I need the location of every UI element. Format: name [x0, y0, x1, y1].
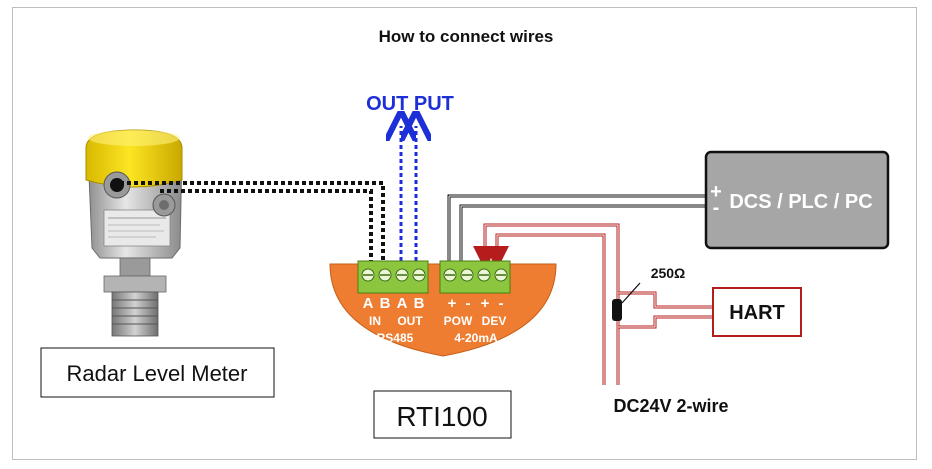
terminal-minus-dev: - — [499, 295, 504, 312]
terminal-a-out: A — [397, 295, 408, 312]
dcs-label: DCS / PLC / PC — [729, 191, 872, 213]
label-pow: POW — [444, 314, 473, 328]
terminal-minus-pow: - — [466, 295, 471, 312]
meter-label: Radar Level Meter — [67, 361, 248, 386]
terminal-plus-dev: + — [481, 295, 490, 312]
hart-box — [712, 287, 802, 337]
power-label: DC24V 2-wire — [613, 396, 728, 416]
output-label: OUT PUT — [366, 93, 454, 115]
power-terminal-block — [439, 260, 511, 294]
hart-label: HART — [729, 302, 785, 324]
terminal-a-in: A — [363, 295, 374, 312]
meter-label-box — [40, 347, 275, 398]
dcs-minus-sign: - — [713, 197, 720, 219]
diagram-title: How to connect wires — [379, 27, 554, 46]
diagram-frame — [12, 7, 917, 460]
rs485-terminal-block — [357, 260, 429, 294]
label-dev: DEV — [482, 314, 507, 328]
terminal-b-in: B — [380, 295, 391, 312]
output-arrows — [401, 126, 416, 268]
device-label-box — [373, 390, 512, 439]
rs485-signal-cable — [120, 181, 385, 268]
dcs-plc-pc-box — [704, 150, 890, 250]
terminal-plus-pow: + — [448, 295, 457, 312]
device-label: RTI100 — [396, 401, 487, 432]
label-out: OUT — [397, 314, 423, 328]
resistor-label: 250Ω — [651, 265, 686, 281]
terminal-b-out: B — [414, 295, 425, 312]
resistor-icon — [612, 282, 641, 321]
dcs-plus-sign: + — [710, 181, 722, 203]
label-4-20ma: 4-20mA — [454, 331, 498, 345]
dcs-cable — [447, 194, 706, 268]
radar-level-meter-image — [85, 129, 183, 337]
label-rs485: RS485 — [377, 331, 414, 345]
label-in: IN — [369, 314, 381, 328]
